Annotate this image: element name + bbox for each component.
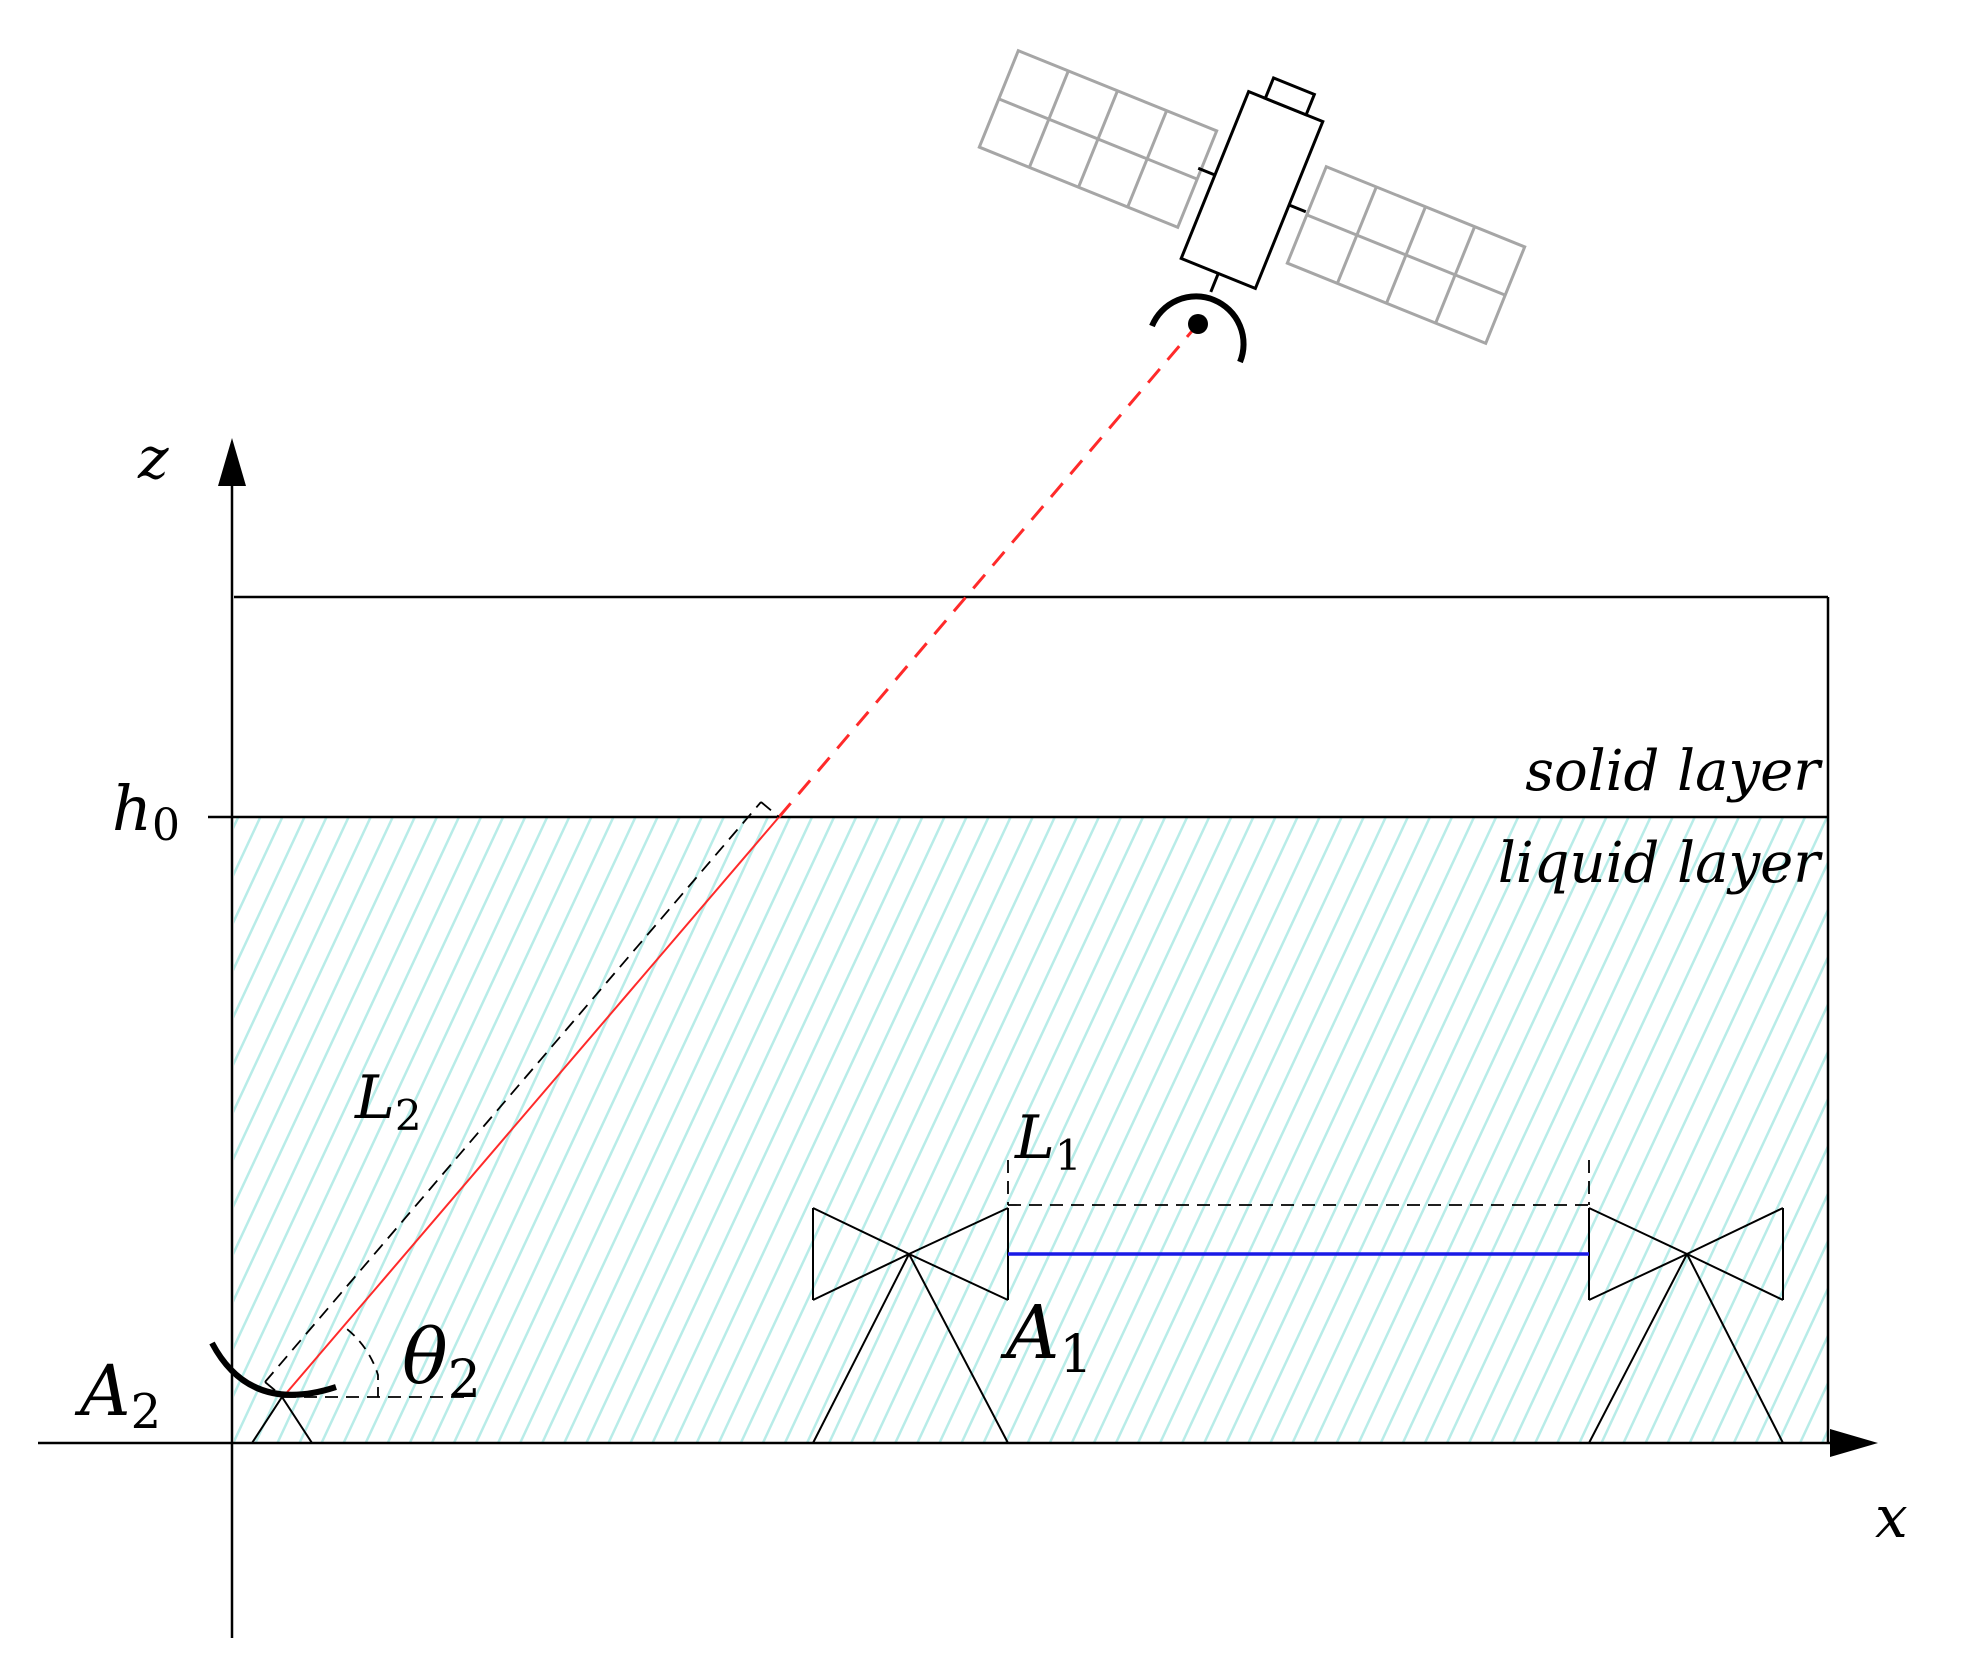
signal-path-dashed xyxy=(777,323,1200,818)
left-solar-panel xyxy=(977,48,1219,230)
x-axis xyxy=(38,1429,1878,1457)
l1-dimension xyxy=(1007,1160,1590,1206)
dish-antenna-icon xyxy=(209,1341,337,1444)
satellite-feed xyxy=(1188,314,1208,334)
a1-label: A1 xyxy=(1000,1290,1093,1385)
theta2-arc xyxy=(342,1325,379,1397)
layer-box xyxy=(208,595,1830,1443)
l2-dimension xyxy=(264,801,780,1398)
signal-path-solid xyxy=(282,816,780,1398)
horn-antenna-icon xyxy=(1588,1207,1784,1444)
solid-layer-label: solid layer xyxy=(1525,739,1823,804)
h0-label: h0 xyxy=(112,772,180,851)
theta2-label: θ2 xyxy=(402,1312,481,1410)
l1-label: L1 xyxy=(1014,1103,1082,1180)
satellite-body xyxy=(1179,75,1325,293)
liquid-layer xyxy=(234,817,1828,1442)
a2-label: A2 xyxy=(74,1350,161,1440)
z-axis-label: z xyxy=(137,424,169,492)
right-solar-panel xyxy=(1285,164,1527,346)
l2-label: L2 xyxy=(354,1063,422,1140)
x-axis-label: x xyxy=(1875,1483,1908,1551)
liquid-layer-label: liquid layer xyxy=(1498,831,1823,896)
horn-antenna-icon xyxy=(812,1207,1009,1444)
satellite-icon xyxy=(977,48,1527,364)
satellite-dish-icon xyxy=(1149,293,1247,364)
